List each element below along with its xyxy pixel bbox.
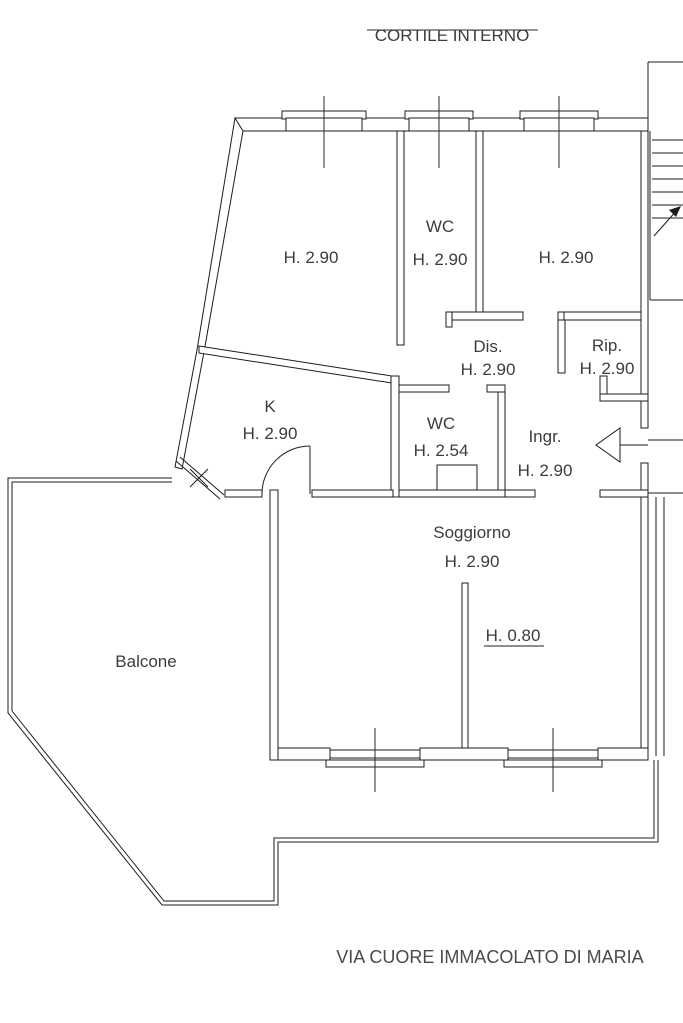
balcony-door-icon [175,456,225,500]
wc-top-name-label: WC [426,217,454,236]
adjacent-building-lines [648,492,683,756]
courtyard-label: CORTILE INTERNO [375,26,530,45]
wc-fixture-icon [436,464,478,491]
top-wall-segment [361,117,410,132]
soggiorno-ceiling-label: H. 2.90 [445,552,500,571]
bottom-wall-segment [269,747,331,761]
soggiorno-top-wall [311,489,394,498]
disimpegno-ceiling-label: H. 2.90 [461,360,516,379]
stair-direction-arrow-icon [653,206,681,237]
kitchen-ceiling-label: H. 2.90 [243,424,298,443]
wc-small-top-wall [486,384,506,393]
ingresso-name-label: Ingr. [528,427,561,446]
soggiorno-top-wall [504,489,536,498]
window-icon [404,96,474,168]
balcony-parapet-inner [11,481,655,902]
interior-walls [198,130,649,749]
wc-small-ceiling-label: H. 2.54 [414,441,469,460]
ingresso-ceiling-label: H. 2.90 [518,461,573,480]
door-swing-arc-icon [261,445,311,495]
wc-small-name-label: WC [427,414,455,433]
wc-small-right-wall [497,391,506,491]
balcony-parapet-outer [7,477,659,906]
bedroom-left-ceiling-label: H. 2.90 [284,248,339,267]
bedroom-right-ceiling-label: H. 2.90 [539,248,594,267]
wall-bedroom-wc [396,130,405,346]
top-wall-segment [468,117,525,132]
wc-top-ceiling-label: H. 2.90 [413,250,468,269]
balcony-parapet [7,477,659,906]
soggiorno-left-wall [269,489,279,761]
right-wall-lower [640,462,649,761]
windows [281,96,603,792]
wall-rip-bottom [599,393,649,402]
soggiorno-top-wall [599,489,649,498]
soggiorno-top-wall [224,489,263,498]
wall-rip-left [557,319,566,374]
window-icon [503,728,603,792]
wall-dis-top [445,311,524,321]
bottom-wall-segment [419,747,509,761]
kitchen-name-label: K [264,397,276,416]
stairwell [647,61,683,301]
door-jamb [445,311,453,328]
annotation-lines [367,29,544,647]
wall-wc-bedroom [475,130,484,321]
doors [175,427,683,500]
right-wall-upper [640,130,649,429]
window-icon [281,96,367,168]
low-wall-h080 [461,582,469,749]
ripostiglio-name-label: Rip. [592,336,622,355]
entrance-door-icon [595,427,683,463]
door-jamb [599,375,608,395]
disimpegno-name-label: Dis. [473,337,502,356]
window-icon [519,96,599,168]
wall-rip-top [557,311,642,321]
fixtures [436,464,478,491]
wc-small-top-wall [398,384,450,393]
ripostiglio-ceiling-label: H. 2.90 [580,359,635,378]
bottom-wall-segment [597,747,649,761]
stair-treads [652,139,683,219]
balcone-name-label: Balcone [115,652,176,671]
wall-kitchen-wc [390,375,400,498]
soggiorno-top-wall [398,489,506,498]
top-wall-segment [234,117,287,132]
street-label: VIA CUORE IMMACOLATO DI MARIA [336,947,643,967]
left-slant-wall [174,116,244,470]
top-wall-segment [593,117,649,132]
labels: CORTILE INTERNO H. 2.90 WC H. 2.90 H. 2.… [115,26,643,967]
window-icon [325,728,425,792]
kitchen-top-wall [198,345,393,384]
low-wall-height-label: H. 0.80 [486,626,541,645]
soggiorno-name-label: Soggiorno [433,523,511,542]
